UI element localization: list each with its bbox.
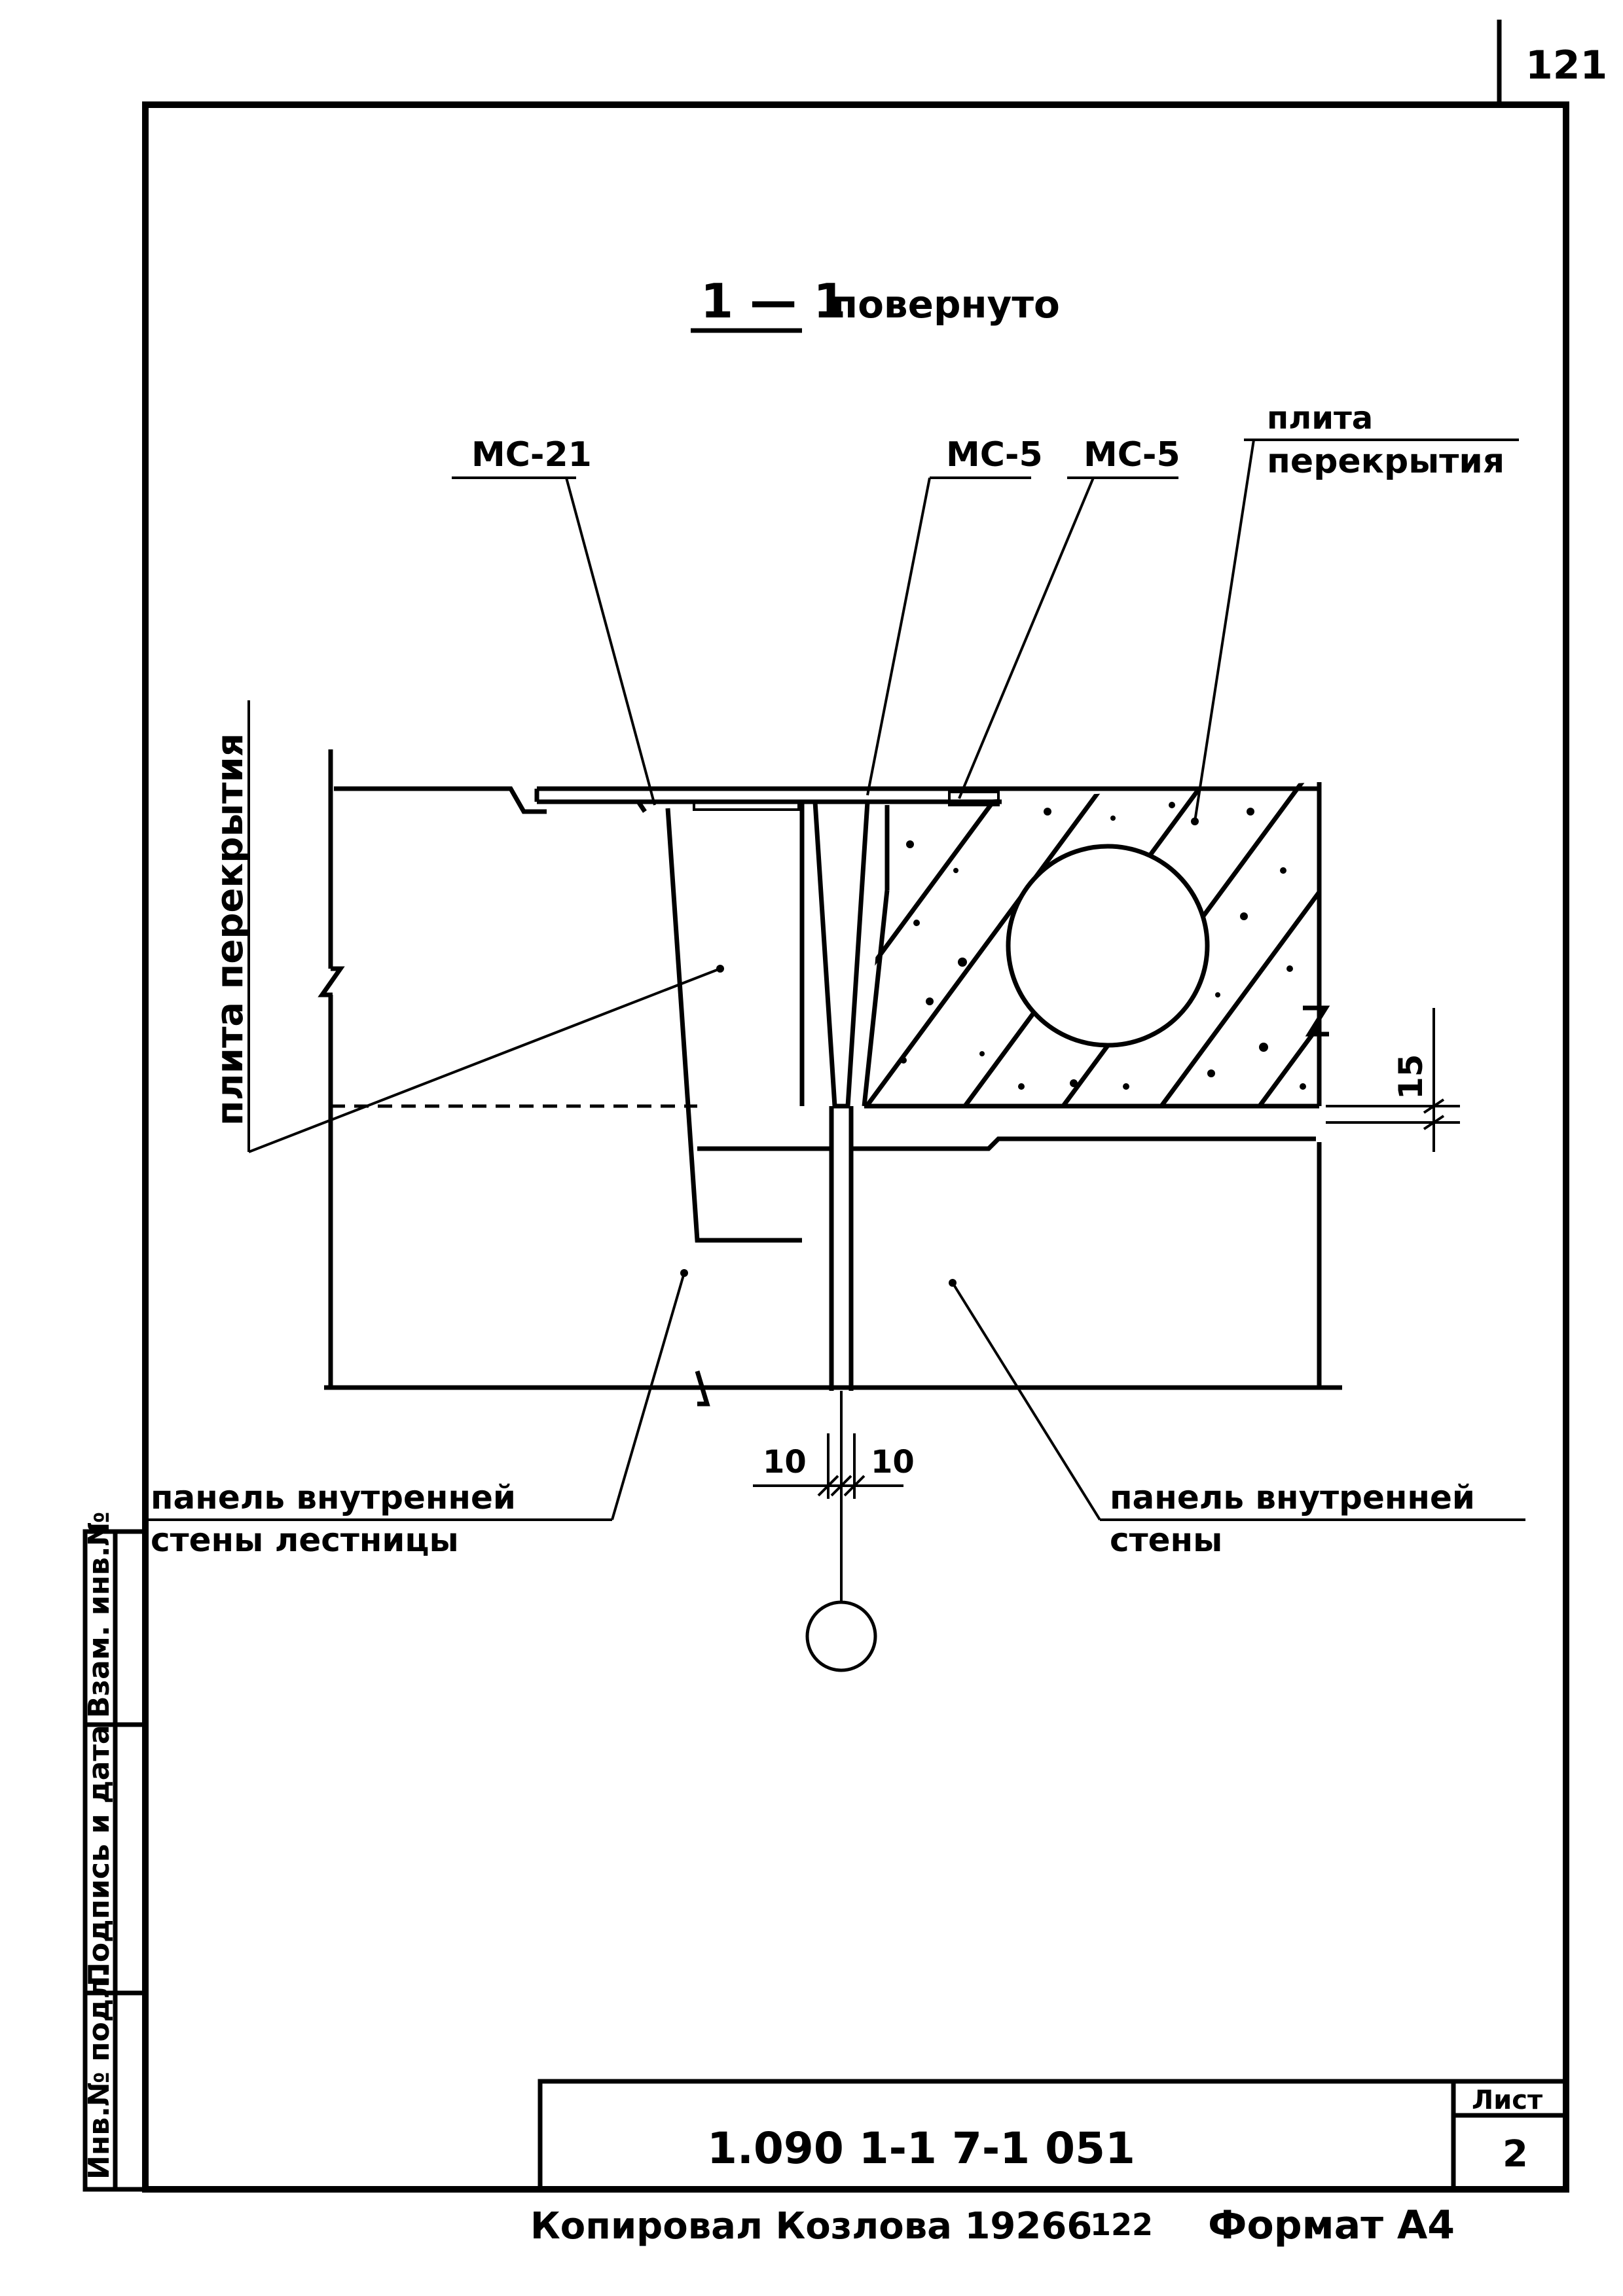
dimension-15: 15: [1326, 1008, 1460, 1152]
label-panel-inner-line1: панель внутренней: [1110, 1479, 1475, 1516]
label-mc5a-leader: [866, 477, 931, 796]
left-slab-boundary: [318, 749, 345, 1388]
section-title: 1 — 1 повернуто: [691, 274, 1060, 333]
label-slab-left-text: плита перекрытия: [209, 733, 251, 1126]
label-panel-stair-line1: панель внутренней: [151, 1479, 516, 1516]
label-slab-right-dot: [1191, 817, 1199, 825]
label-mc5b-leader: [958, 477, 1095, 799]
label-slab-left-dot: [716, 965, 724, 973]
footer-number: 122: [1090, 2207, 1153, 2242]
footer: Копировал Козлова 19266 122 Формат А4: [530, 2202, 1455, 2248]
side-stamp-replace-inv: Взам. инв.№: [82, 1511, 116, 1718]
label-mc5b: МС-5: [958, 435, 1180, 799]
dimension-10-left: 10: [763, 1444, 807, 1480]
label-slab-right-line1: плита: [1267, 400, 1373, 437]
bottom-break-mark: [695, 1370, 710, 1407]
document-code: 1.090 1-1 7-1 051: [707, 2123, 1135, 2174]
label-mc21-leader: [565, 477, 656, 806]
label-mc5a: МС-5: [866, 435, 1043, 796]
side-stamp: Инв.№ подл. Подпись и дата Взам. инв.№: [82, 1511, 148, 2192]
footer-format: Формат А4: [1208, 2202, 1455, 2248]
label-mc5b-text: МС-5: [1084, 435, 1180, 475]
plate-stud-right: [948, 791, 1000, 806]
label-slab-right-leader: [1194, 439, 1255, 822]
dimension-10-right: 10: [871, 1444, 915, 1480]
label-mc21-text: МС-21: [471, 435, 592, 475]
tapered-anchor: [812, 801, 870, 1109]
page-number: 121: [1525, 43, 1607, 88]
section-title-number: 1 — 1: [701, 274, 846, 329]
label-panel-stair-leader: [611, 1272, 685, 1520]
lower-wall-top-right: [851, 1136, 1316, 1151]
label-mc5a-text: МС-5: [946, 435, 1043, 475]
label-slab-left: плита перекрытия: [209, 700, 724, 1153]
slab-break-mark: [1303, 1005, 1330, 1037]
section-title-text: повернуто: [831, 282, 1060, 327]
label-slab-left-leader: [248, 967, 721, 1153]
slab-left-chamfer: [862, 889, 890, 1107]
wall-panel-left-edge: [665, 808, 802, 1243]
side-stamp-inv-no: Инв.№ подл.: [82, 1967, 116, 2179]
label-slab-right: плита перекрытия: [1191, 400, 1519, 825]
side-stamp-sign-date: Подпись и дата: [82, 1725, 116, 1986]
title-block: 1.090 1-1 7-1 051 Лист 2: [538, 2079, 1569, 2192]
title-block-frame: [538, 2079, 1569, 2192]
hollow-core: [1006, 844, 1210, 1048]
axis-marker-circle: [805, 1600, 877, 1672]
label-panel-inner-leader: [951, 1282, 1101, 1521]
footer-copied-by: Копировал Козлова 19266: [530, 2205, 1092, 2248]
sheet-number: 2: [1503, 2133, 1528, 2176]
plate-stud-left: [693, 800, 800, 811]
left-break-mark: [318, 966, 345, 997]
label-mc21: МС-21: [452, 435, 656, 806]
label-panel-inner-line2: стены: [1110, 1521, 1222, 1559]
label-panel-inner-dot: [949, 1279, 957, 1287]
label-panel-inner: панель внутренней стены: [949, 1279, 1525, 1559]
slab-top-left: [334, 786, 547, 814]
dimension-15-text: 15: [1392, 1054, 1430, 1100]
dimension-10-10: 10 10: [753, 1433, 915, 1499]
weld-mark-1: [636, 800, 647, 813]
hollow-core-slab: [862, 782, 1330, 1109]
label-panel-stair: панель внутренней стены лестницы: [147, 1269, 688, 1559]
sheet-label: Лист: [1472, 2085, 1543, 2115]
label-panel-stair-dot: [680, 1269, 688, 1277]
label-panel-stair-line2: стены лестницы: [151, 1521, 459, 1559]
label-slab-right-line2: перекрытия: [1267, 442, 1504, 481]
